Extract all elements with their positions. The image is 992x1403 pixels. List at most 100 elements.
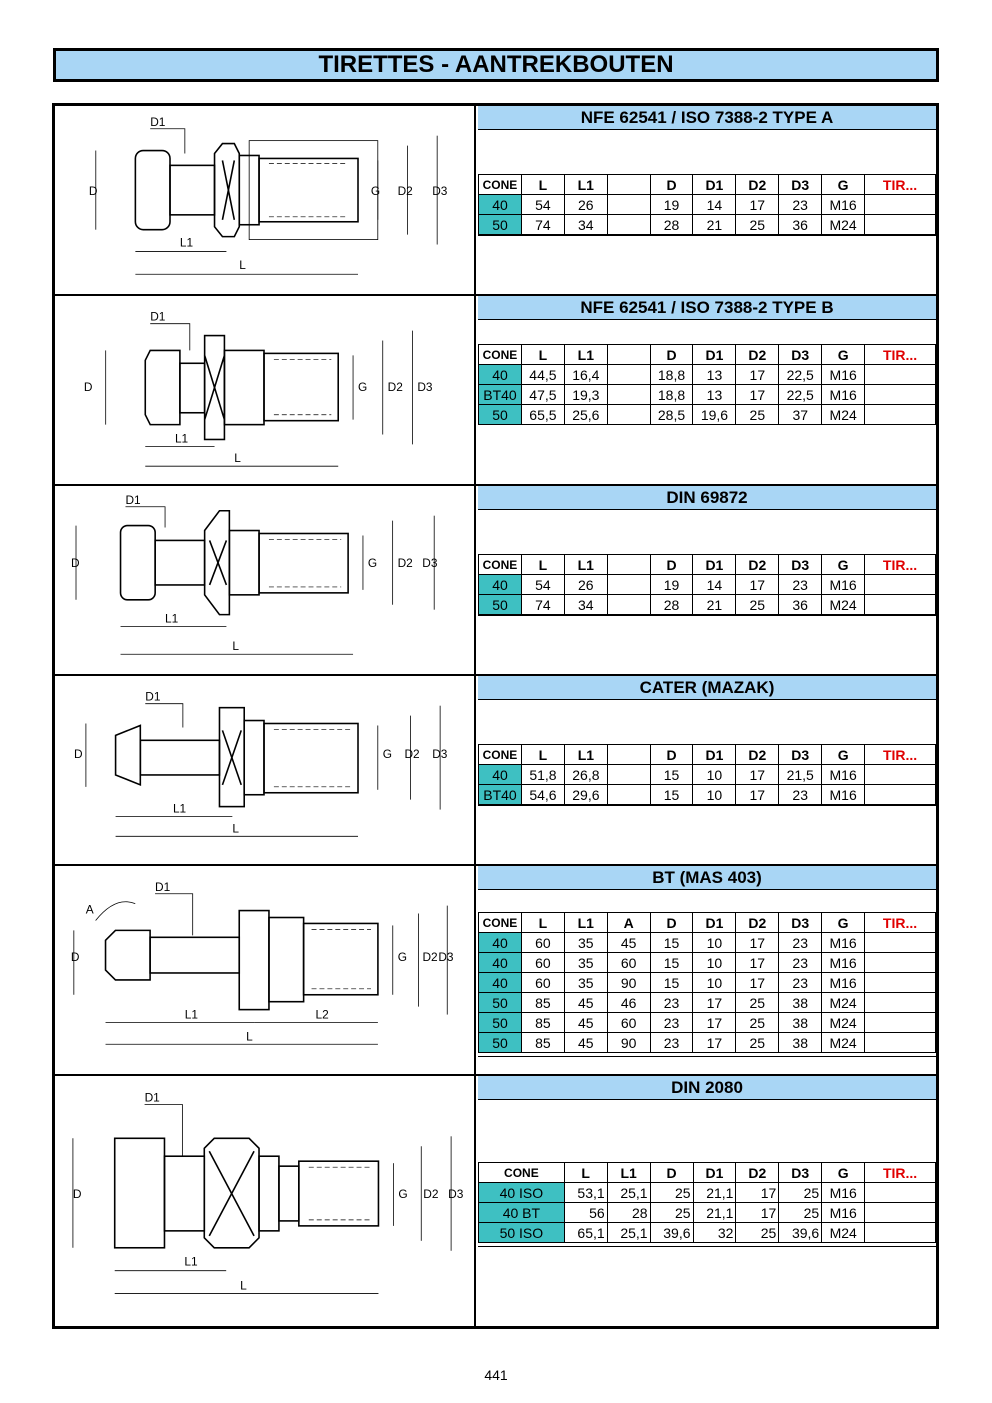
- cell-l: 54: [520, 574, 565, 595]
- section-title: DIN 2080: [478, 1076, 936, 1100]
- cell-d1: 14: [692, 574, 737, 595]
- table-header-row: CONE L L1 D D1 D2 D3 G TIR...: [478, 744, 936, 765]
- cell-cone: 40: [478, 972, 522, 993]
- label-d1: D1: [155, 880, 171, 894]
- label-d1: D1: [145, 1090, 161, 1104]
- cell-cone: 40: [478, 932, 522, 953]
- cell-d3: 22,5: [778, 364, 823, 385]
- cell-d1: 19,6: [692, 404, 737, 425]
- cell-g: M16: [821, 364, 866, 385]
- cell-empty: [606, 574, 651, 595]
- cell-l1: 34: [563, 594, 608, 615]
- header-d1: D1: [692, 554, 737, 575]
- cell-l: 74: [520, 594, 565, 615]
- cell-d: 15: [649, 932, 694, 953]
- label-g: G: [398, 1187, 407, 1201]
- cell-empty: [606, 214, 651, 235]
- table-row: 40 60 35 90 15 10 17 23 M16: [478, 972, 936, 993]
- header-l1: L1: [563, 744, 608, 765]
- cell-d2: 17: [735, 364, 780, 385]
- cell-tir: [864, 364, 936, 385]
- pull-stud-drawing: D1 D G D2 D3 L1 L: [74, 690, 448, 837]
- spec-table: CONE L L1 A D D1 D2 D3 G TIR... 40 60 35…: [478, 912, 936, 1053]
- pull-stud-drawing: A D1 D G D2 D3 L1: [71, 880, 454, 1045]
- header-tir: TIR...: [864, 744, 936, 765]
- header-cone: CONE: [478, 744, 522, 765]
- cell-empty: [606, 384, 651, 405]
- table-header-row: CONE L L1 A D D1 D2 D3 G TIR...: [478, 912, 936, 933]
- table-row: 40 54 26 19 14 17 23 M16: [478, 194, 936, 215]
- cell-l1: 35: [563, 932, 608, 953]
- cell-d2: 17: [735, 932, 780, 953]
- cell-g: M16: [821, 194, 866, 215]
- header-l: L: [520, 912, 565, 933]
- table-row: 40 60 35 60 15 10 17 23 M16: [478, 952, 936, 973]
- cell-tir: [864, 992, 936, 1013]
- header-a: A: [606, 912, 651, 933]
- cell-l1: 28: [606, 1202, 651, 1223]
- label-d: D: [89, 184, 98, 198]
- cell-tir: [864, 952, 936, 973]
- cell-l1: 34: [563, 214, 608, 235]
- section-cater-mazak: D1 D G D2 D3 L1 L: [55, 676, 936, 866]
- cell-l: 60: [520, 952, 565, 973]
- table-row: 40 60 35 45 15 10 17 23 M16: [478, 932, 936, 953]
- cell-d3: 38: [778, 1032, 823, 1053]
- section-title: NFE 62541 / ISO 7388-2 TYPE B: [478, 296, 936, 320]
- header-empty: [606, 744, 651, 765]
- cell-a: 60: [606, 952, 651, 973]
- cell-tir: [864, 384, 936, 405]
- cell-d: 25: [649, 1202, 694, 1223]
- spec-panel-iso-type-a: NFE 62541 / ISO 7388-2 TYPE A CONE L L1 …: [478, 106, 936, 294]
- header-cone: CONE: [478, 174, 522, 195]
- cell-d3: 36: [778, 214, 823, 235]
- cell-d1: 10: [692, 764, 737, 785]
- cell-l: 53,1: [563, 1182, 608, 1203]
- table-header-row: CONE L L1 D D1 D2 D3 G TIR...: [478, 554, 936, 575]
- cell-l1: 35: [563, 972, 608, 993]
- cell-d3: 38: [778, 1012, 823, 1033]
- label-d1: D1: [150, 115, 166, 129]
- header-l: L: [520, 344, 565, 365]
- cell-d2: 17: [735, 1202, 780, 1223]
- header-l1: L1: [563, 554, 608, 575]
- cell-cone: 40 BT: [478, 1202, 565, 1223]
- drawing-din-69872: D1 D G D2 D3 L1 L: [55, 486, 476, 674]
- cell-cone: 50: [478, 214, 522, 235]
- cell-cone: 40: [478, 194, 522, 215]
- cell-cone: BT40: [478, 784, 522, 805]
- label-d1: D1: [125, 493, 141, 507]
- cell-l1: 26: [563, 194, 608, 215]
- spec-panel-iso-type-b: NFE 62541 / ISO 7388-2 TYPE B CONE L L1 …: [478, 296, 936, 484]
- table-header-row: CONE L L1 D D1 D2 D3 G TIR...: [478, 1162, 936, 1183]
- table-row: 40 51,8 26,8 15 10 17 21,5 M16: [478, 764, 936, 785]
- header-d2: D2: [735, 174, 780, 195]
- cell-d1: 21,1: [692, 1182, 737, 1203]
- cell-d: 15: [649, 972, 694, 993]
- cell-tir: [864, 784, 936, 805]
- cell-tir: [864, 764, 936, 785]
- cell-g: M24: [821, 1222, 866, 1243]
- header-d1: D1: [692, 744, 737, 765]
- cell-empty: [606, 764, 651, 785]
- header-empty: [606, 344, 651, 365]
- cell-d3: 39,6: [778, 1222, 823, 1243]
- header-d: D: [649, 344, 694, 365]
- label-d: D: [73, 1187, 82, 1201]
- cell-l1: 16,4: [563, 364, 608, 385]
- header-cone: CONE: [478, 554, 522, 575]
- cell-g: M24: [821, 594, 866, 615]
- cell-tir: [864, 972, 936, 993]
- cell-d2: 25: [735, 992, 780, 1013]
- cell-d1: 17: [692, 1032, 737, 1053]
- cell-cone: 50: [478, 404, 522, 425]
- section-title: NFE 62541 / ISO 7388-2 TYPE A: [478, 106, 936, 130]
- header-cone: CONE: [478, 344, 522, 365]
- cell-tir: [864, 1222, 936, 1243]
- header-l: L: [520, 174, 565, 195]
- label-l: L: [232, 639, 239, 653]
- header-tir: TIR...: [864, 344, 936, 365]
- label-l: L: [239, 258, 246, 272]
- table-header-row: CONE L L1 D D1 D2 D3 G TIR...: [478, 174, 936, 195]
- pull-stud-drawing: D1 D G D2 D3 L1 L: [89, 115, 448, 275]
